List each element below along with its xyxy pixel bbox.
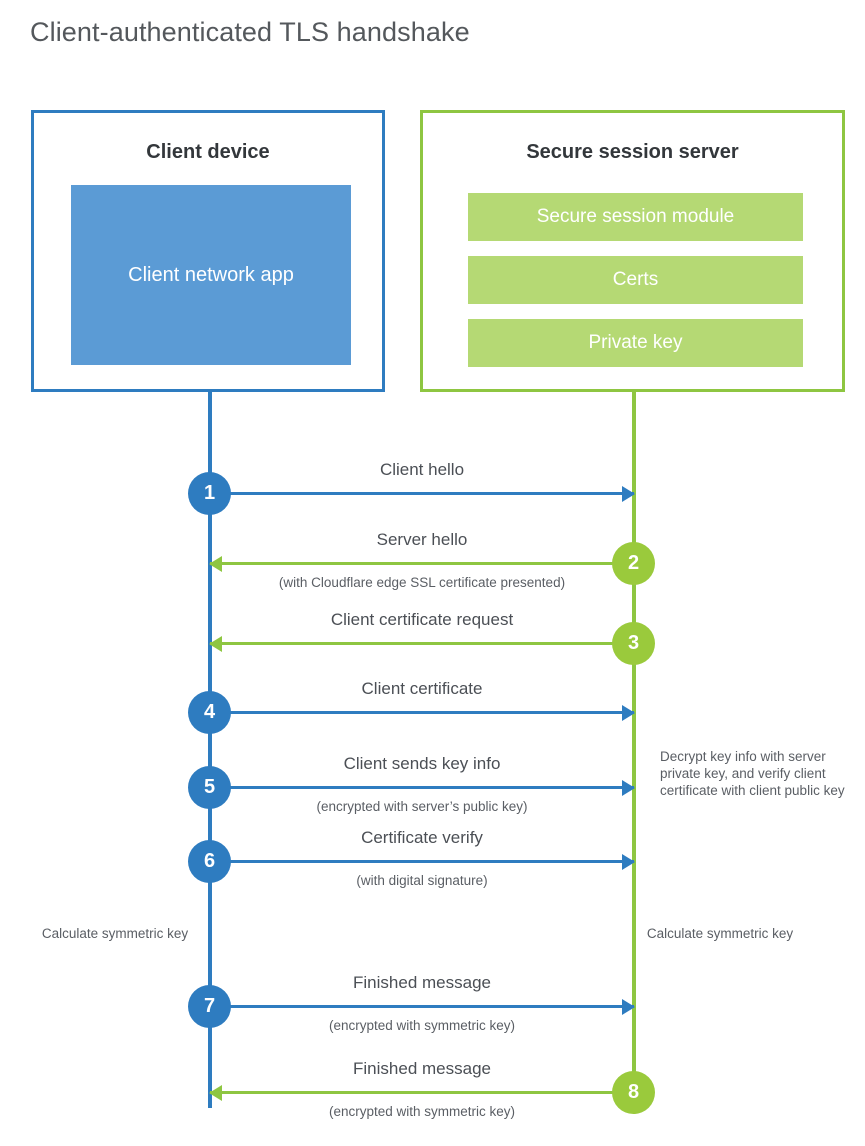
step-badge-1[interactable]: 1 xyxy=(188,472,231,515)
arrow-line-8 xyxy=(210,1091,634,1094)
arrow-head-2 xyxy=(209,556,222,572)
client-network-app-block: Client network app xyxy=(71,185,351,365)
arrow-sublabel-7: (encrypted with symmetric key) xyxy=(328,1018,516,1033)
arrow-head-8 xyxy=(209,1085,222,1101)
arrow-head-5 xyxy=(622,780,635,796)
arrow-label-7: Finished message xyxy=(353,973,491,992)
step-badge-8[interactable]: 8 xyxy=(612,1071,655,1114)
client-device-panel: Client device Client network app xyxy=(31,110,385,392)
arrow-head-3 xyxy=(209,636,222,652)
arrow-line-3 xyxy=(210,642,634,645)
step-badge-3[interactable]: 3 xyxy=(612,622,655,665)
page-title: Client-authenticated TLS handshake xyxy=(30,17,470,47)
secure-session-server-panel: Secure session server Secure session mod… xyxy=(420,110,845,392)
arrow-line-7 xyxy=(210,1005,634,1008)
server-bar-private-key: Private key xyxy=(468,319,803,367)
arrow-label-1: Client hello xyxy=(379,460,465,479)
note-server-calculate-symmetric-key: Calculate symmetric key xyxy=(646,926,794,941)
arrow-line-4 xyxy=(210,711,634,714)
arrow-label-5: Client sends key info xyxy=(343,754,501,773)
arrow-sublabel-6: (with digital signature) xyxy=(356,873,488,888)
server-bar-secure-session-module: Secure session module xyxy=(468,193,803,241)
step-badge-7[interactable]: 7 xyxy=(188,985,231,1028)
note-client-calculate-symmetric-key: Calculate symmetric key xyxy=(41,926,189,941)
secure-session-server-title: Secure session server xyxy=(526,141,739,163)
step-badge-2[interactable]: 2 xyxy=(612,542,655,585)
arrow-line-1 xyxy=(210,492,634,495)
note-server-decrypt: Decrypt key info with server private key… xyxy=(660,749,845,798)
arrow-head-1 xyxy=(622,486,635,502)
arrow-label-6: Certificate verify xyxy=(361,828,483,847)
arrow-line-6 xyxy=(210,860,634,863)
arrow-head-6 xyxy=(622,854,635,870)
step-badge-4[interactable]: 4 xyxy=(188,691,231,734)
arrow-head-4 xyxy=(622,705,635,721)
arrow-label-4: Client certificate xyxy=(361,679,483,698)
server-lifeline xyxy=(632,392,636,1092)
arrow-sublabel-5: (encrypted with server’s public key) xyxy=(316,799,528,814)
arrow-label-2: Server hello xyxy=(376,530,468,549)
server-bar-certs: Certs xyxy=(468,256,803,304)
client-device-title: Client device xyxy=(146,141,270,163)
arrow-line-5 xyxy=(210,786,634,789)
arrow-sublabel-8: (encrypted with symmetric key) xyxy=(328,1104,516,1119)
step-badge-5[interactable]: 5 xyxy=(188,766,231,809)
arrow-line-2 xyxy=(210,562,634,565)
arrow-label-3: Client certificate request xyxy=(330,610,514,629)
arrow-label-8: Finished message xyxy=(353,1059,491,1078)
client-lifeline xyxy=(208,392,212,1108)
arrow-sublabel-2: (with Cloudflare edge SSL certificate pr… xyxy=(278,575,566,590)
step-badge-6[interactable]: 6 xyxy=(188,840,231,883)
arrow-head-7 xyxy=(622,999,635,1015)
